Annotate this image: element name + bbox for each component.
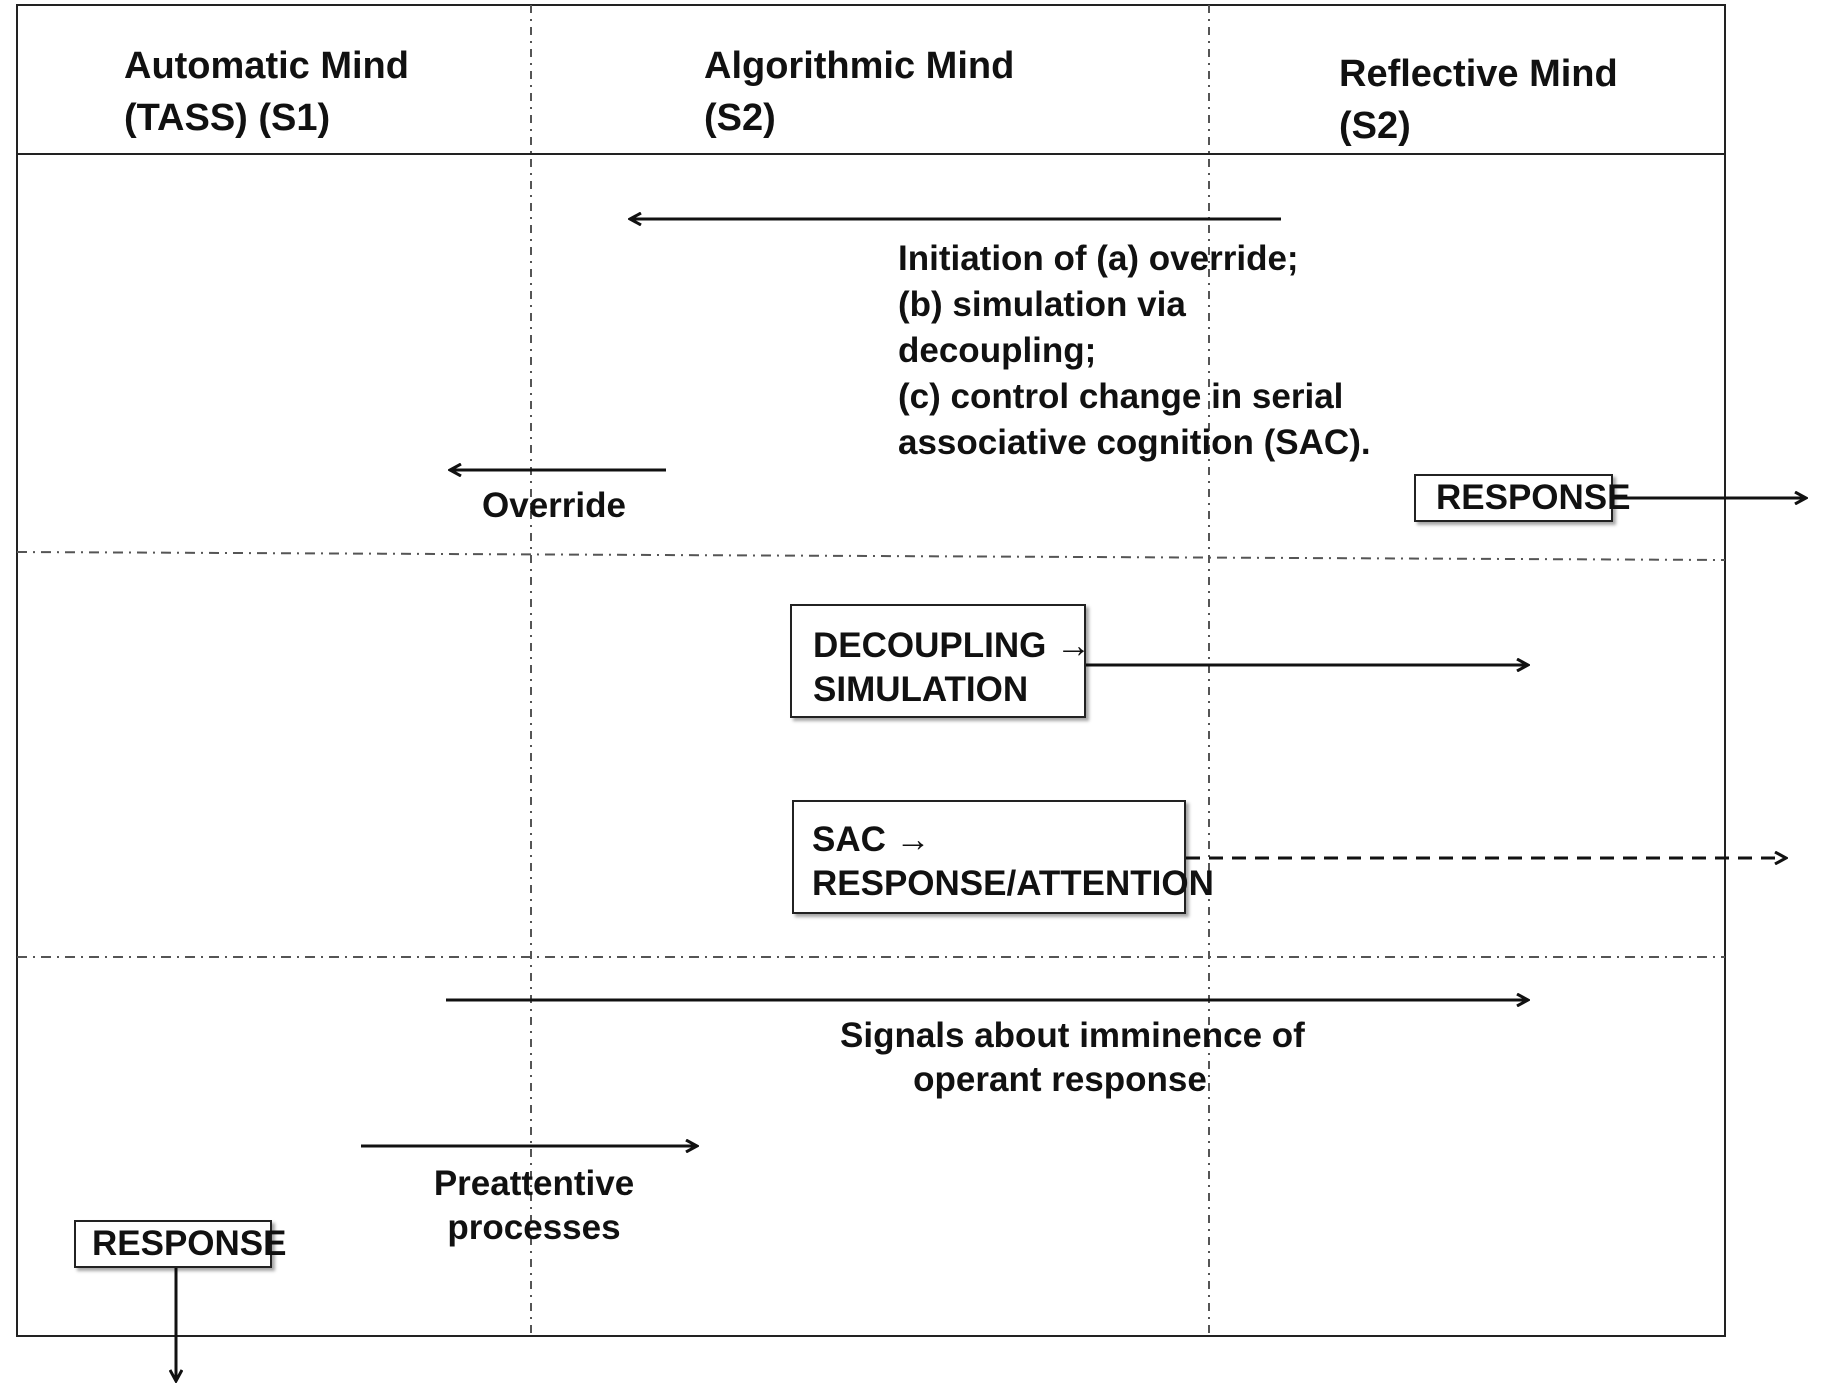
decoupling-line: SIMULATION [813,670,1029,709]
initiation-line: Initiation of (a) override; [898,239,1299,278]
sac-line: SAC → [812,820,931,859]
response-box-automatic: RESPONSE [74,1220,287,1268]
signals-line: Signals about imminence of [840,1016,1305,1055]
initiation-line: associative cognition (SAC). [898,423,1371,462]
sac-line: RESPONSE/ATTENTION [812,864,1214,903]
initiation-line: (b) simulation via [898,285,1186,324]
initiation-label: Initiation of (a) override; (b) simulati… [898,236,1371,466]
column-title: Automatic Mind [124,45,409,87]
column-title: Reflective Mind [1339,53,1618,95]
column-subtitle: (S2) [1339,105,1411,147]
column-header-algorithmic: Algorithmic Mind (S2) [704,40,1014,144]
response-box-reflective: RESPONSE [1414,474,1631,522]
initiation-line: (c) control change in serial [898,377,1344,416]
preattentive-label: Preattentive processes [424,1162,644,1250]
initiation-line: decoupling; [898,331,1097,370]
preattentive-line: processes [447,1208,621,1247]
decoupling-box: DECOUPLING → SIMULATION [790,604,1092,718]
decoupling-line: DECOUPLING → [813,626,1092,665]
signals-line: operant response [913,1060,1207,1099]
preattentive-line: Preattentive [433,1164,635,1203]
frame [16,4,1726,1337]
column-title: Algorithmic Mind [704,45,1015,87]
response-label: RESPONSE [1436,478,1631,517]
signals-label: Signals about imminence of operant respo… [840,1014,1305,1102]
row-divider-1 [16,551,1726,561]
column-subtitle: (S2) [704,97,776,139]
response-label: RESPONSE [92,1224,287,1263]
override-label: Override [482,486,626,525]
column-subtitle: (TASS) (S1) [124,97,331,139]
column-header-reflective: Reflective Mind (S2) [1339,48,1618,152]
sac-box: SAC → RESPONSE/ATTENTION [792,800,1214,914]
column-header-automatic: Automatic Mind (TASS) (S1) [124,40,409,144]
